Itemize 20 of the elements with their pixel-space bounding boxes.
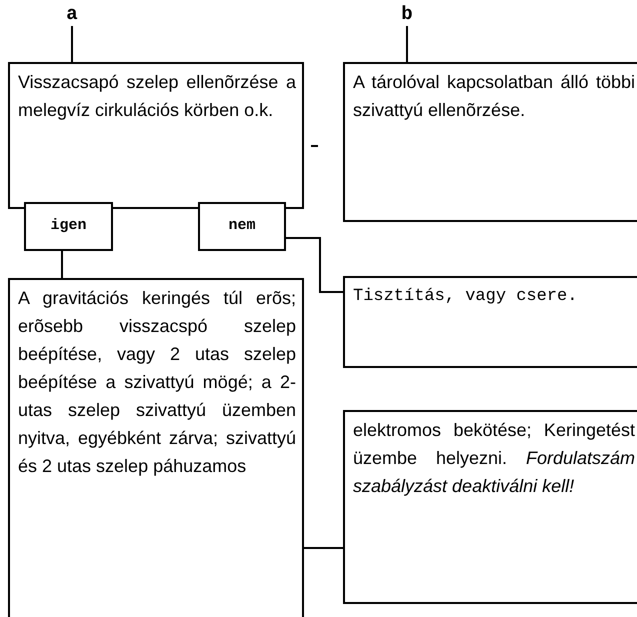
process-box (343, 410, 637, 604)
label-text: a (60, 2, 84, 26)
decision-label: nem (228, 216, 256, 236)
box-text: Visszacsapó szelep ellenõrzése a melegvíz cirkulációs körben o.k. (18, 71, 296, 122)
box-text: A gravitációs keringés túl erõs; erõsebb visszacspó szelep beépítése, vagy 2 utas szelep beépítése a szivattyú mögé; a 2-utas szelep szivattyú üzemben nyitva, egyébként zárva; szivattyú és 2 utas szelep páhuzamos (18, 287, 296, 478)
connector-line (61, 251, 63, 278)
process-box (8, 278, 304, 617)
process-box (343, 62, 637, 222)
box-text: elektromos bekötése; Keringetést üzembe helyezni. Fordulatszám szabályzást deaktiválni kell! (353, 419, 635, 498)
box-text: A tárolóval kapcsolatban álló többi szivattyú ellenõrzése. (353, 71, 635, 122)
decision-label: igen (50, 216, 86, 236)
connector-line (311, 145, 318, 147)
process-box (343, 276, 637, 368)
label-text: b (395, 2, 419, 26)
process-box (8, 62, 304, 209)
connector-line (304, 547, 343, 549)
connector-line (406, 26, 408, 62)
box-text: Tisztítás, vagy csere. (353, 286, 578, 308)
connector-line (71, 26, 73, 62)
connector-line (286, 237, 343, 293)
